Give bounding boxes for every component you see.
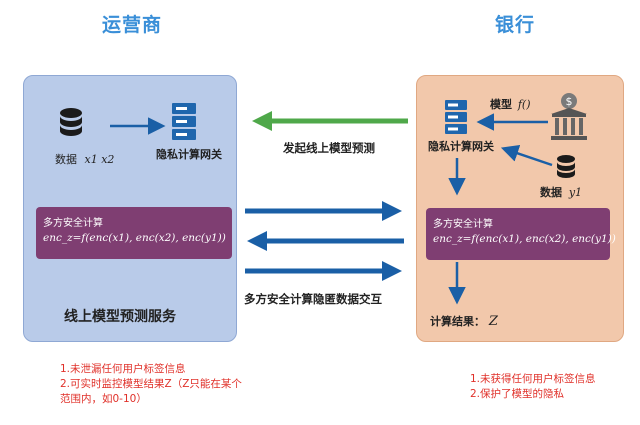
operator-mpc-box: 多方安全计算 enc_z=f(enc(x1), enc(x2), enc(y1)… — [36, 207, 232, 259]
result-label: 计算结果： Z — [430, 314, 498, 329]
bank-mpc-formula: enc_z=f(enc(x1), enc(x2), enc(y1)) — [433, 233, 616, 245]
bank-data-label: 数据 y1 — [540, 186, 583, 199]
operator-notes: 1.未泄漏任何用户标签信息 2.可实时监控模型结果Z（Z只能在某个 范围内，如0… — [60, 362, 242, 407]
operator-note-3: 范围内，如0-10） — [60, 393, 147, 405]
mpc-interaction-label: 多方安全计算隐匿数据交互 — [244, 292, 382, 306]
bank-database-icon — [557, 155, 575, 178]
bank-notes: 1.未获得任何用户标签信息 2.保护了模型的隐私 — [470, 372, 596, 402]
bank-note-2: 2.保护了模型的隐私 — [470, 388, 565, 400]
bank-mpc-box: 多方安全计算 enc_z=f(enc(x1), enc(x2), enc(y1)… — [426, 208, 616, 260]
bank-note-1: 1.未获得任何用户标签信息 — [470, 373, 596, 385]
bank-header: 银行 — [495, 14, 536, 36]
operator-gateway-label: 隐私计算网关 — [156, 148, 222, 161]
database-icon — [60, 108, 82, 136]
initiate-prediction-label: 发起线上模型预测 — [283, 141, 375, 155]
bank-gateway-label: 隐私计算网关 — [428, 140, 494, 153]
bank-mpc-title: 多方安全计算 — [433, 219, 493, 230]
model-label: 模型 f() — [490, 98, 531, 111]
operator-note-2: 2.可实时监控模型结果Z（Z只能在某个 — [60, 378, 242, 390]
operator-data-label: 数据 x1 x2 — [55, 153, 115, 166]
service-label: 线上模型预测服务 — [64, 309, 176, 325]
operator-header: 运营商 — [102, 14, 163, 36]
bank-building-icon: $ — [551, 93, 587, 140]
operator-mpc-title: 多方安全计算 — [43, 218, 103, 229]
operator-mpc-formula: enc_z=f(enc(x1), enc(x2), enc(y1)) — [43, 232, 226, 244]
gateway-server-icon — [172, 103, 196, 140]
arrow-bankdata-to-gateway — [500, 144, 553, 167]
bank-gateway-server-icon — [445, 100, 467, 134]
operator-note-1: 1.未泄漏任何用户标签信息 — [60, 363, 186, 375]
svg-text:$: $ — [566, 95, 573, 108]
